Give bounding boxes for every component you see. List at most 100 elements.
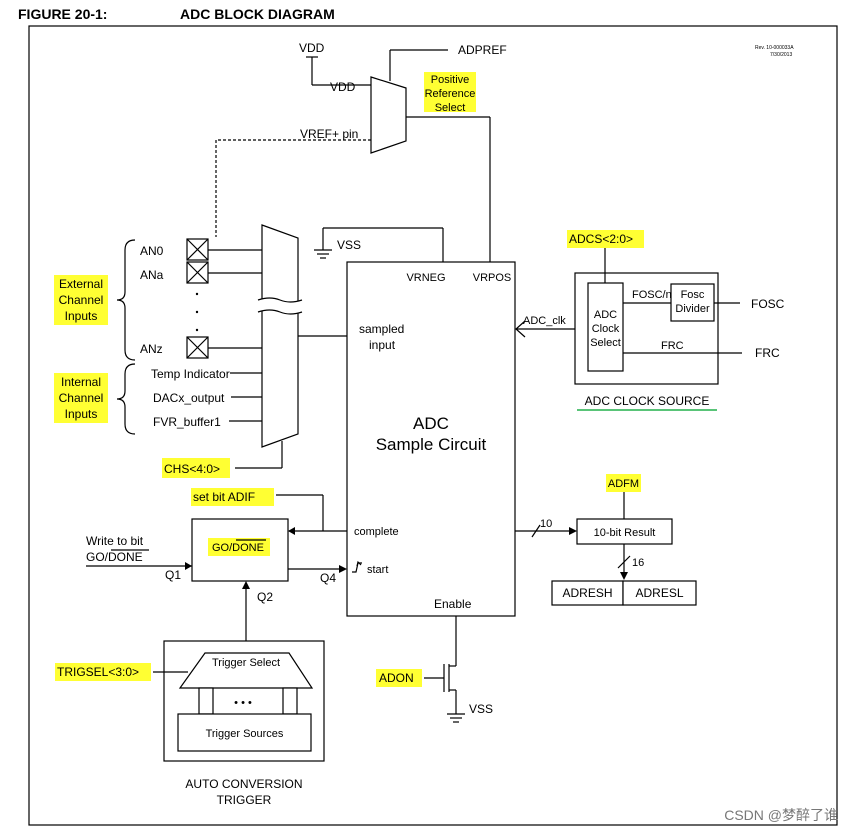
internal-line3: Inputs [65, 407, 98, 421]
q1-label: Q1 [165, 568, 181, 582]
trigger-select-mux [178, 652, 314, 689]
internal-brace [116, 363, 136, 435]
figure-frame [28, 25, 838, 826]
adpref-label: ADPREF [458, 43, 507, 57]
divider-line2: Divider [675, 303, 710, 315]
adc-clock-source: ADCS<2:0> ADC Clock Select Fosc Divider … [567, 230, 785, 411]
external-inputs-highlight [54, 275, 108, 325]
write-line2: GO/DONE [86, 550, 143, 564]
external-brace [116, 239, 136, 361]
reference-select-line2: Reference [425, 88, 476, 100]
clock-source-caption: ADC CLOCK SOURCE [585, 394, 710, 408]
start-label: start [367, 564, 388, 576]
trigger-source-slot [198, 687, 214, 715]
sampled-line1: sampled [359, 322, 404, 336]
result-registers: ADFM 10 10-bit Result 16 ADRESH ADRESL [515, 474, 697, 606]
figure-title: ADC BLOCK DIAGRAM [180, 6, 335, 22]
sampled-line2: input [369, 338, 396, 352]
trigger-caption-line2: TRIGGER [217, 793, 272, 807]
trigger-dots: • • • [234, 697, 252, 709]
enable-label: Enable [434, 597, 472, 611]
channel-inputs: External Channel Inputs Internal Channel… [54, 224, 347, 478]
adresl-register [622, 580, 697, 606]
vdd-top-label: VDD [299, 41, 325, 55]
adcs-label: ADCS<2:0> [569, 232, 633, 246]
ana-label: ANa [140, 268, 164, 282]
internal-line1: Internal [61, 375, 101, 389]
start-edge-icon [352, 562, 362, 573]
temp-indicator-label: Temp Indicator [151, 367, 230, 381]
clock-select-line1: ADC [594, 309, 617, 321]
revision-label: Rev. 10-000033A [755, 45, 794, 51]
revision-date: 7/30/2013 [770, 52, 792, 58]
adc-block [346, 261, 516, 617]
adon-highlight [376, 669, 422, 687]
trigger-frame [163, 640, 325, 762]
go-done-highlight [208, 538, 270, 556]
adc-title-line2: Sample Circuit [376, 435, 487, 454]
anz-label: ANz [140, 342, 163, 356]
adc-clk-label: ADC_clk [523, 315, 566, 327]
adresl-label: ADRESL [635, 586, 683, 600]
chs-highlight [162, 458, 230, 478]
vref-pin-label: VREF+ pin [300, 127, 358, 141]
adfm-label: ADFM [608, 478, 639, 490]
reference-mux [370, 76, 407, 154]
trigger-select-label: Trigger Select [212, 657, 280, 669]
vrneg-label: VRNEG [406, 272, 445, 284]
fosc-input-label: FOSC [751, 297, 785, 311]
trigsel-highlight [55, 663, 151, 681]
frc-inner-label: FRC [661, 340, 684, 352]
adon-label: ADON [379, 671, 414, 685]
vrpos-label: VRPOS [473, 272, 512, 284]
chs-label: CHS<4:0> [164, 462, 220, 476]
internal-line2: Channel [59, 391, 104, 405]
external-line2: Channel [59, 293, 104, 307]
conversion-control: set bit ADIF Write to bit GO/DONE Q1 GO/… [86, 488, 347, 641]
fvr-buffer-label: FVR_buffer1 [153, 415, 221, 429]
complete-label: complete [354, 526, 399, 538]
set-adif-label: set bit ADIF [193, 490, 255, 504]
internal-inputs-highlight [54, 373, 108, 423]
dac-output-label: DACx_output [153, 391, 225, 405]
vss-top-label: VSS [337, 238, 361, 252]
frc-input-label: FRC [755, 346, 780, 360]
adresh-register [551, 580, 624, 606]
external-line3: Inputs [65, 309, 98, 323]
reference-select-line1: Positive [431, 74, 470, 86]
bus-slash [617, 555, 631, 569]
adfm-highlight [606, 474, 641, 492]
vss-bottom-label: VSS [469, 702, 493, 716]
trigger-sources-label: Trigger Sources [206, 728, 284, 740]
set-adif-highlight [191, 488, 274, 506]
go-done-label: GO/DONE [212, 542, 264, 554]
an0-label: AN0 [140, 244, 164, 258]
write-line1: Write to bit [86, 534, 144, 548]
trigsel-label: TRIGSEL<3:0> [57, 665, 139, 679]
trigger-caption-line1: AUTO CONVERSION [185, 777, 302, 791]
trigger-sources-box [177, 713, 312, 752]
clock-select-line3: Select [590, 337, 621, 349]
reference-select-highlight [424, 72, 476, 112]
adc-sample-circuit: VRNEG VRPOS sampled input ADC Sample Cir… [346, 261, 588, 617]
clock-select-box [587, 282, 624, 372]
complete-arrow [288, 527, 295, 535]
adon-enable: VSS ADON [376, 616, 493, 723]
positive-reference-select: VDD VDD ADPREF Positive Reference Select… [215, 41, 507, 262]
trigger-source-slot [282, 687, 298, 715]
ellipsis-dot [195, 292, 199, 296]
q4-label: Q4 [320, 571, 336, 585]
auto-conversion-trigger: Trigger Select • • • Trigger Sources TRI… [55, 640, 325, 807]
bits-in-label: 10 [540, 518, 552, 530]
bits-out-label: 16 [632, 557, 644, 569]
channel-mux [261, 224, 299, 448]
ten-bit-result-box [576, 518, 673, 545]
q2-label: Q2 [257, 590, 273, 604]
mux-break-mark [257, 297, 303, 303]
reference-select-line3: Select [435, 102, 466, 114]
ten-bit-result-label: 10-bit Result [594, 527, 656, 539]
fosc-n-label: FOSC/n [632, 289, 672, 301]
vrneg-ground: VSS [314, 227, 444, 262]
divider-line1: Fosc [681, 289, 705, 301]
